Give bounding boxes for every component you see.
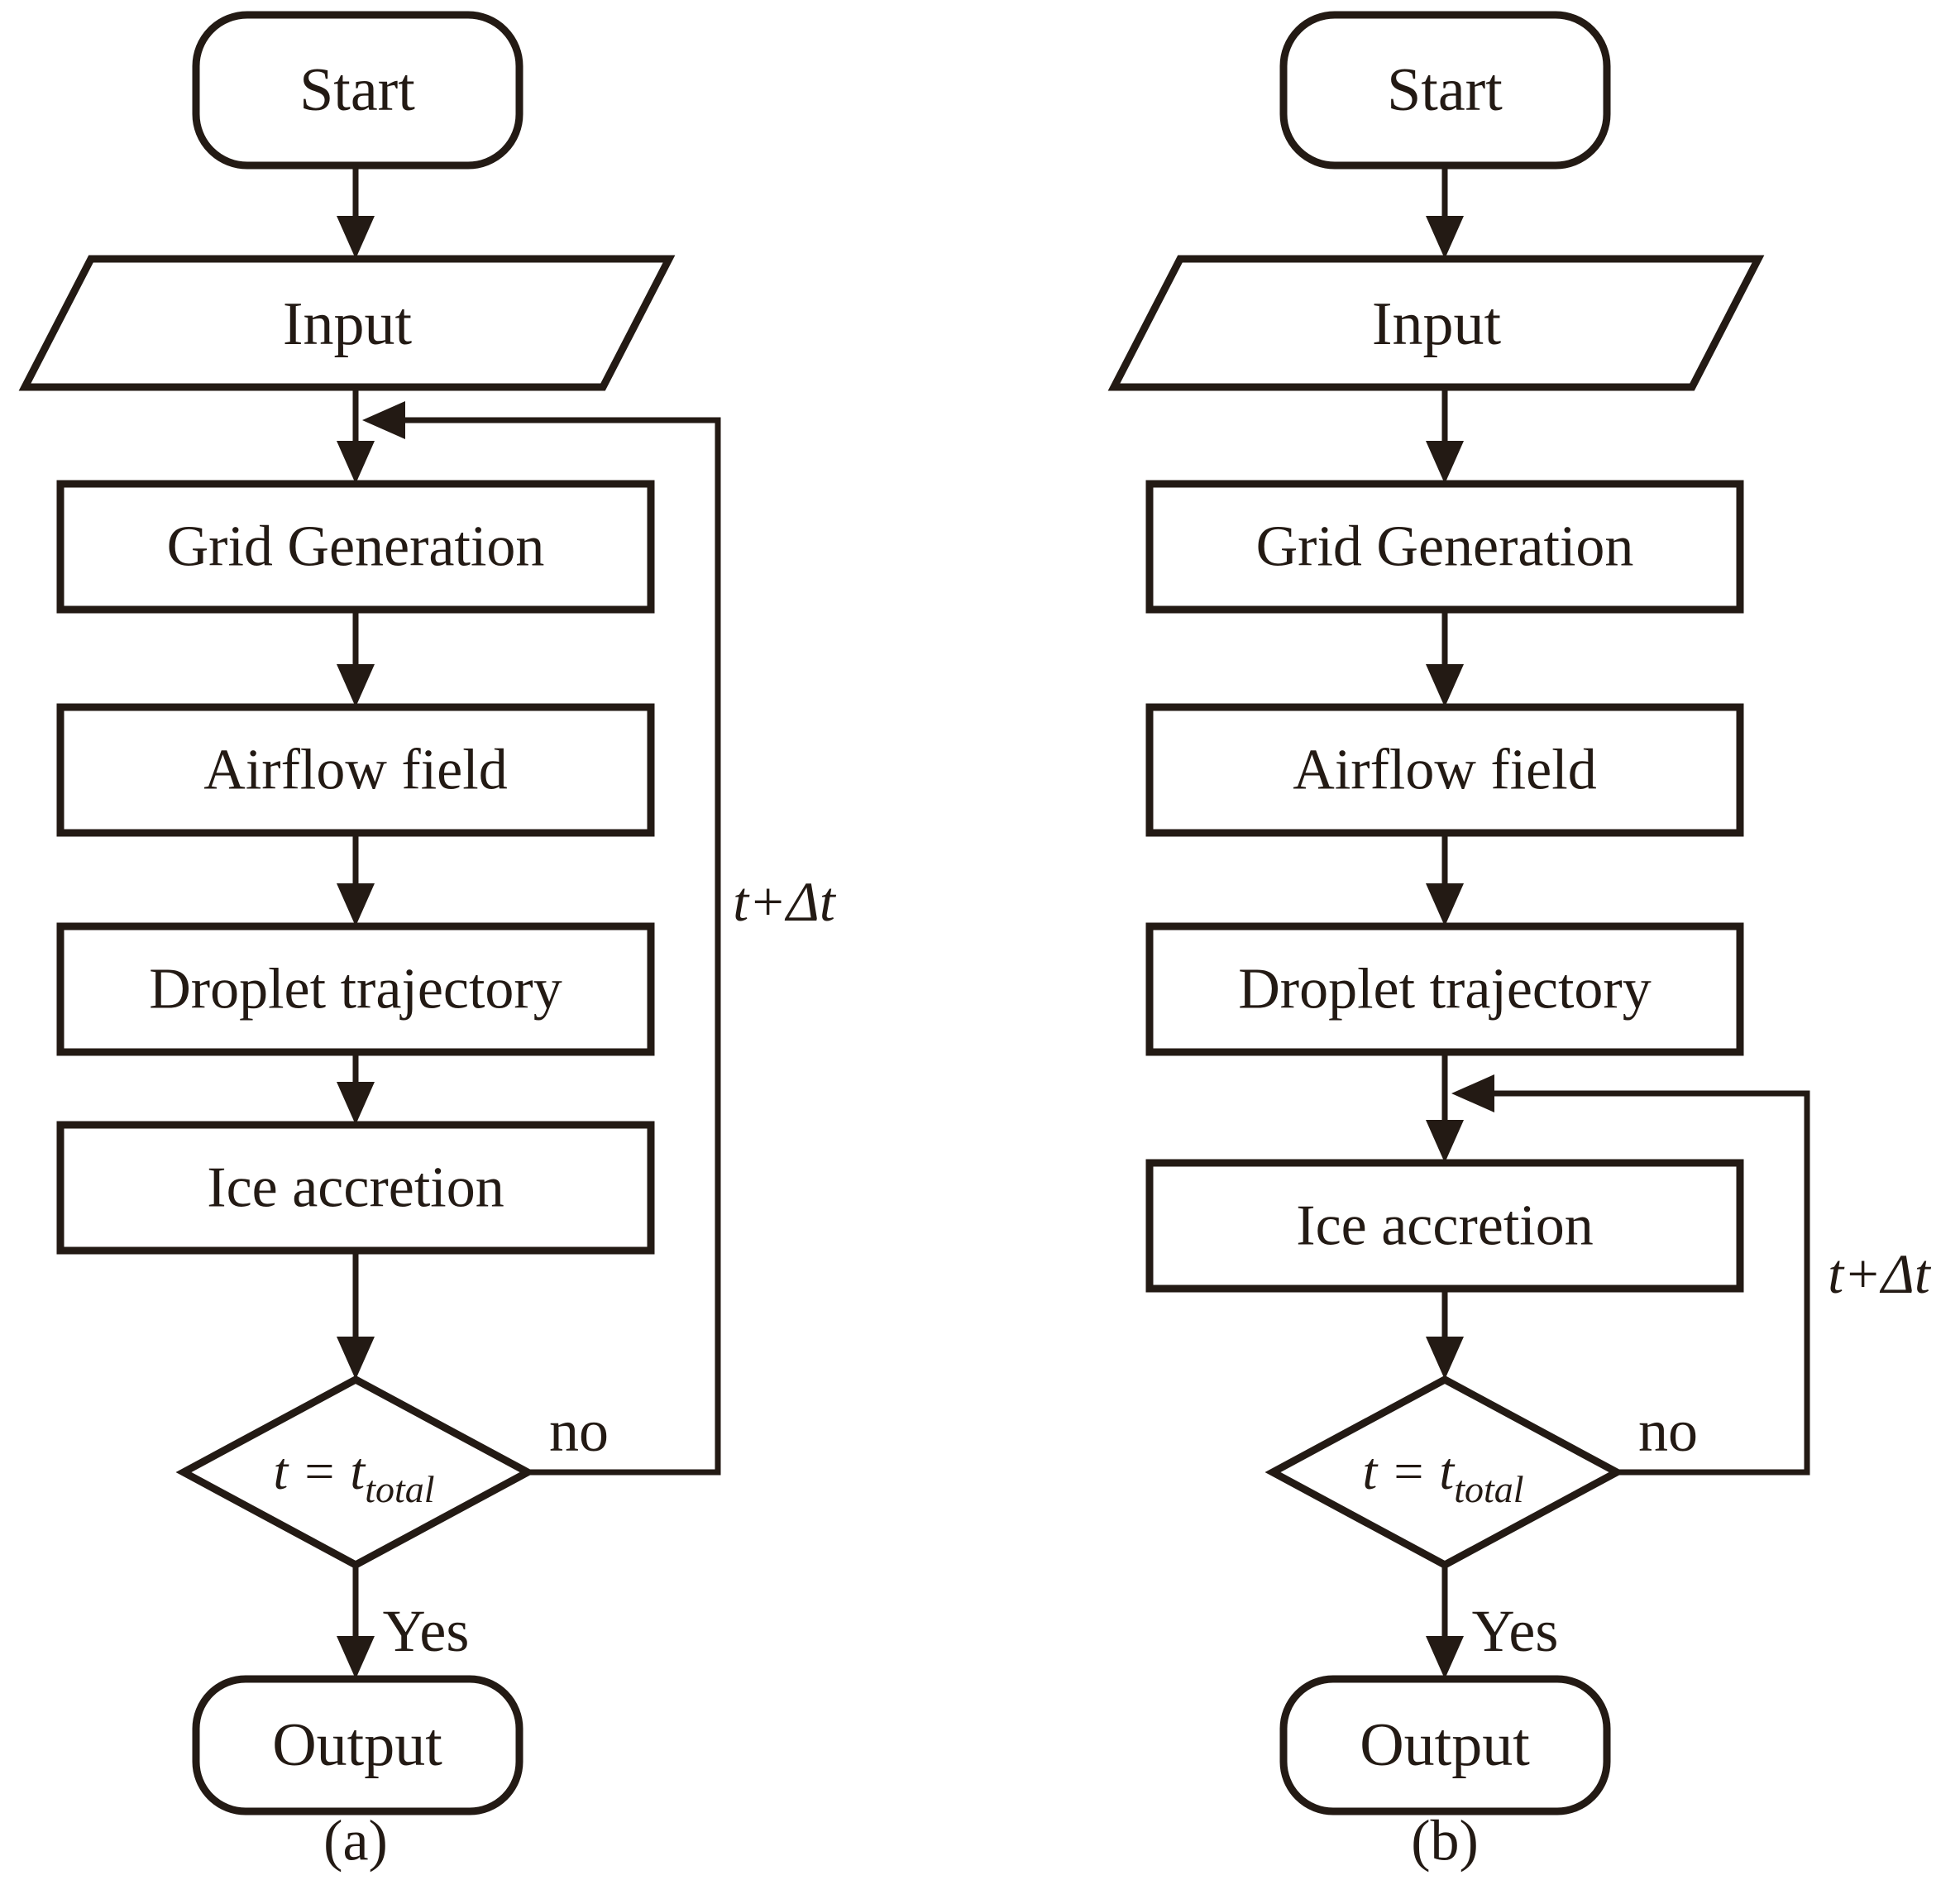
- yes-label: Yes: [383, 1598, 470, 1664]
- output-terminator: [1279, 1675, 1611, 1815]
- flowchart-b: Start Input Grid Generation Airflow fiel…: [1107, 11, 1932, 1873]
- decision-sub-text: total: [365, 1468, 434, 1510]
- droplet-trajectory-label: Droplet trajectory: [1238, 958, 1652, 1021]
- arrowhead-start-input: [1426, 216, 1464, 259]
- start-label: Start: [1387, 56, 1503, 124]
- decision-main-text: t = t: [273, 1442, 366, 1500]
- arrowhead-ice-decision: [337, 1337, 375, 1380]
- decision-sub-text: total: [1454, 1468, 1523, 1510]
- grid-generation-label: Grid Generation: [1256, 515, 1634, 579]
- arrowhead-grid-airflow: [1426, 664, 1464, 707]
- caption-a: (a): [323, 1810, 388, 1873]
- arrowhead-input-grid: [1426, 441, 1464, 484]
- caption-b: (b): [1411, 1810, 1479, 1873]
- no-loop-line: [1478, 1090, 1810, 1476]
- decision-main-text: t = t: [1362, 1442, 1456, 1500]
- arrowhead-airflow-droplet: [337, 883, 375, 926]
- airflow-field-label: Airflow field: [203, 739, 507, 802]
- output-label: Output: [272, 1711, 442, 1779]
- input-label: Input: [283, 290, 413, 358]
- input-label: Input: [1372, 290, 1502, 358]
- ice-accretion-label: Ice accretion: [1296, 1194, 1593, 1258]
- yes-label: Yes: [1472, 1598, 1559, 1664]
- start-label: Start: [299, 56, 415, 124]
- no-loop-line: [389, 417, 721, 1476]
- arrowhead-airflow-droplet: [1426, 883, 1464, 926]
- decision-label: t = ttotal: [1362, 1442, 1523, 1510]
- no-label: no: [549, 1398, 609, 1464]
- no-label: no: [1638, 1398, 1698, 1464]
- airflow-field-label: Airflow field: [1293, 739, 1596, 802]
- arrowhead-droplet-ice: [1426, 1120, 1464, 1163]
- flowchart-a: Start Input Grid Generation Airflow fiel…: [18, 11, 837, 1873]
- output-label: Output: [1360, 1711, 1530, 1779]
- grid-generation-label: Grid Generation: [167, 515, 545, 579]
- arrowhead-loop-merge: [1451, 1074, 1494, 1112]
- arrowhead-grid-airflow: [337, 664, 375, 707]
- arrowhead-input-grid: [337, 441, 375, 484]
- increment-label: t+Δt: [1828, 1242, 1932, 1305]
- decision-label: t = ttotal: [273, 1442, 434, 1510]
- droplet-trajectory-label: Droplet trajectory: [149, 958, 562, 1021]
- input-parallelogram: [1107, 255, 1765, 391]
- output-terminator: [192, 1675, 523, 1815]
- arrowhead-decision-output: [337, 1636, 375, 1679]
- increment-label: t+Δt: [733, 870, 837, 933]
- input-parallelogram: [18, 255, 676, 391]
- arrowhead-droplet-ice: [337, 1082, 375, 1125]
- arrowhead-loop-merge: [362, 401, 405, 439]
- arrowhead-decision-output: [1426, 1636, 1464, 1679]
- ice-accretion-label: Ice accretion: [207, 1156, 504, 1220]
- arrowhead-start-input: [337, 216, 375, 259]
- arrowhead-ice-decision: [1426, 1337, 1464, 1380]
